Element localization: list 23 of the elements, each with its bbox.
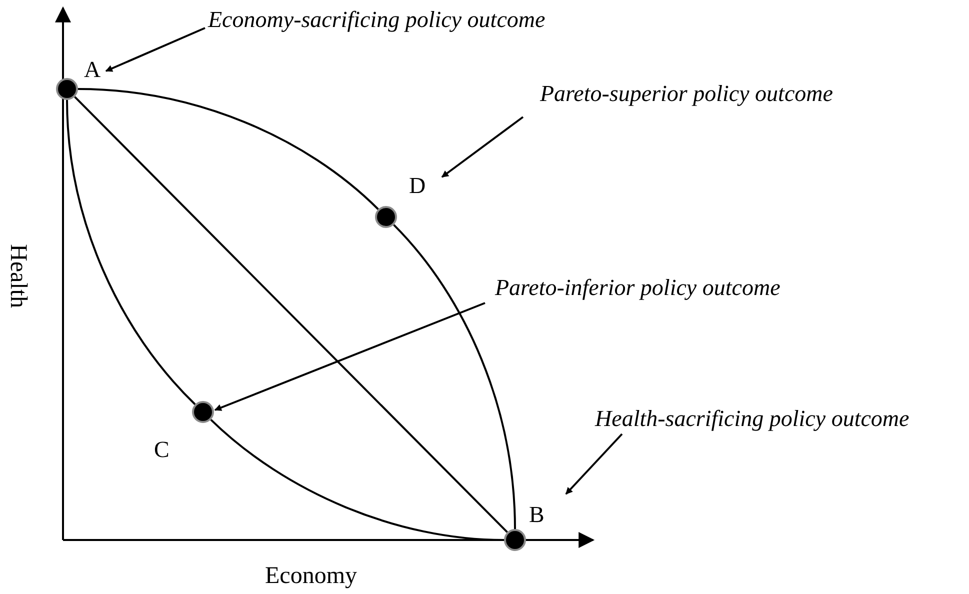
curve-line: [393, 224, 516, 530]
point-label: D: [409, 174, 426, 198]
point-label: C: [154, 438, 170, 462]
point-label: B: [529, 503, 544, 527]
leader-arrow: [214, 302, 486, 411]
leader-arrow: [441, 116, 524, 178]
leader-arrow: [565, 433, 623, 495]
point-dot: [56, 78, 78, 100]
curve-line: [66, 100, 196, 406]
curve-line: [78, 88, 379, 210]
callout-text: Economy-sacrificing policy outcome: [208, 6, 546, 34]
point-label: A: [84, 58, 101, 82]
point-dot: [192, 401, 214, 423]
leader-arrow: [105, 27, 206, 72]
point-dot: [375, 206, 397, 228]
curve-line: [210, 418, 504, 541]
curve-line: [74, 96, 508, 533]
callout-text: Health-sacrificing policy outcome: [595, 405, 910, 433]
callout-text: Pareto-inferior policy outcome: [495, 274, 780, 302]
axis-title: Health: [4, 244, 32, 308]
point-dot: [504, 529, 526, 551]
axis-title: Economy: [265, 562, 357, 590]
callout-text: Pareto-superior policy outcome: [540, 80, 833, 108]
